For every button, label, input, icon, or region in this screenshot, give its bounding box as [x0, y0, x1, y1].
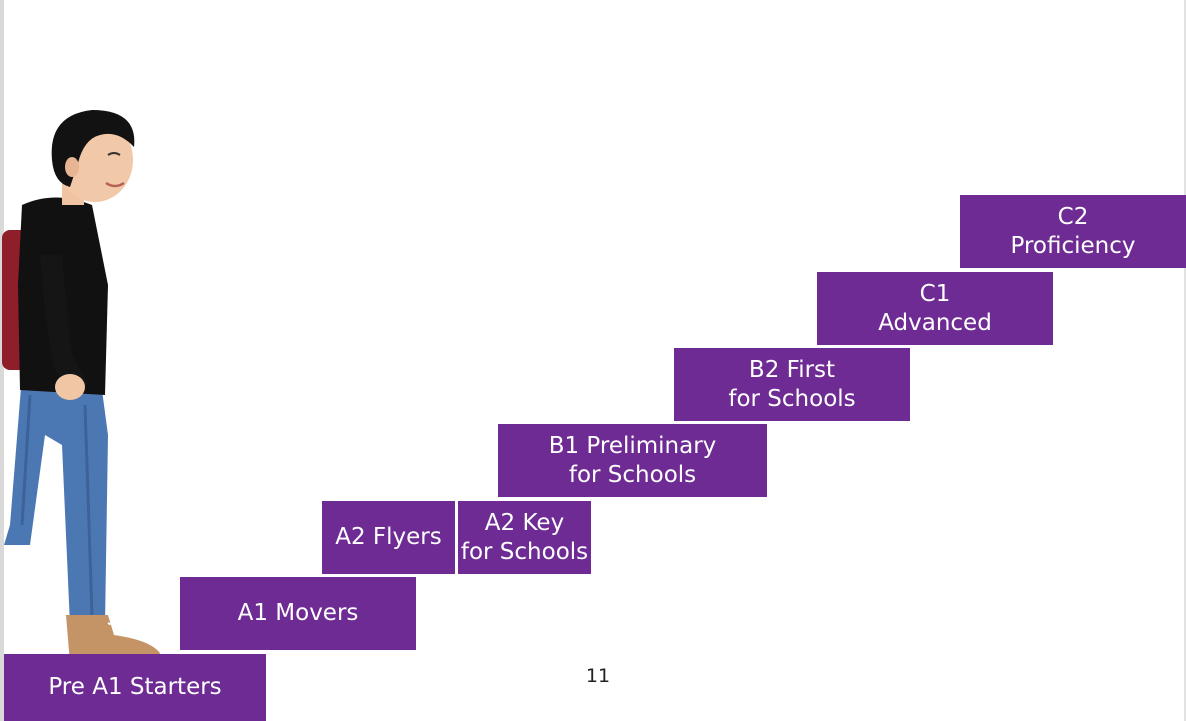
step-label-line2: Proficiency: [1010, 232, 1136, 259]
step-label-line1: B2 First: [748, 356, 836, 383]
page-number: 11: [585, 665, 611, 687]
page-right-edge: [1184, 0, 1186, 721]
step-pre-a1-starters: Pre A1 Starters: [4, 654, 266, 721]
step-a1-movers: A1 Movers: [180, 577, 416, 650]
step-label-line2: for Schools: [728, 385, 856, 412]
step-b1-preliminary-for-schools: B1 Preliminary for Schools: [498, 424, 767, 497]
step-a2-flyers: A2 Flyers: [322, 501, 455, 574]
step-c1-advanced: C1 Advanced: [817, 272, 1053, 345]
step-label-line1: C1: [919, 280, 951, 307]
step-label-line1: A2 Key: [484, 509, 565, 536]
step-a2-key-for-schools: A2 Key for Schools: [458, 501, 591, 574]
step-label-line1: B1 Preliminary: [548, 432, 717, 459]
step-label-line2: for Schools: [460, 538, 589, 565]
step-label-line2: for Schools: [568, 461, 697, 488]
step-label-line1: C2: [1057, 203, 1089, 230]
step-label-line1: Pre A1 Starters: [48, 674, 222, 700]
step-label-line1: A2 Flyers: [335, 524, 442, 550]
step-b2-first-for-schools: B2 First for Schools: [674, 348, 910, 421]
step-label-line1: A1 Movers: [237, 600, 359, 626]
step-c2-proficiency: C2 Proficiency: [960, 195, 1186, 268]
step-label-line2: Advanced: [878, 309, 992, 336]
child-with-backpack-image: [2, 110, 160, 663]
